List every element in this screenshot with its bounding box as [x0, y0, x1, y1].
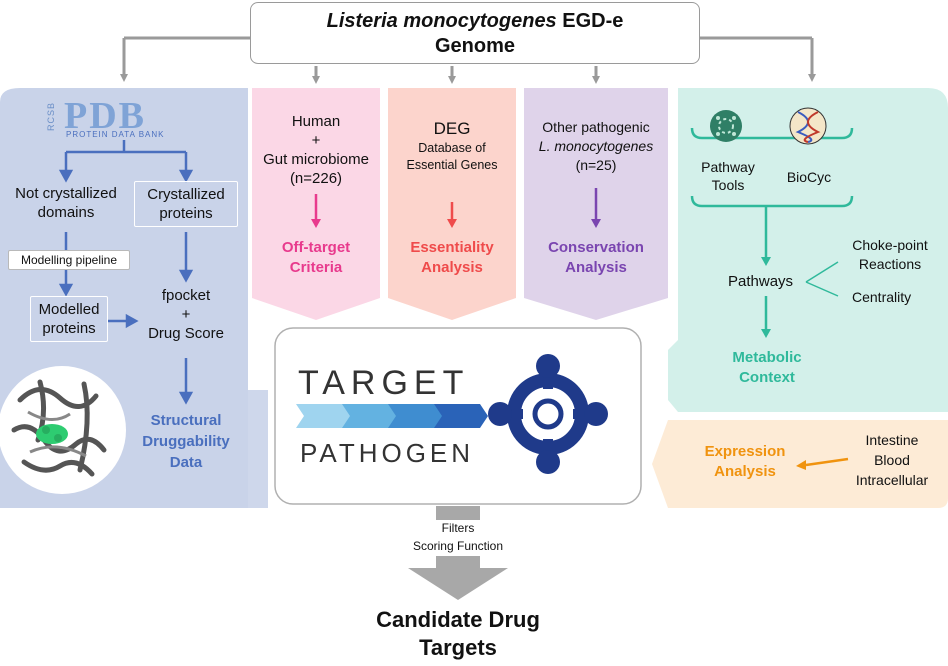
modelled-box: Modelled proteins [30, 296, 108, 342]
condition-intracellular: Intracellular [855, 472, 929, 488]
pathway-tools-label: Pathway Tools [690, 158, 766, 194]
not-crystallized-line1: Not crystallized [15, 185, 117, 202]
metabolic-result-line2: Context [739, 369, 795, 386]
crystallized-line1: Crystallized [147, 186, 225, 203]
conservation-analysis-label: Conservation Analysis [524, 238, 668, 278]
candidate-line1: Candidate Drug [376, 607, 540, 632]
pathway-tools-icon [710, 110, 742, 142]
protein-structure-image [0, 366, 126, 494]
expression-result-line1: Expression [704, 443, 786, 460]
structural-line3: Data [169, 454, 203, 471]
offtarget-source: Human + Gut microbiome (n=226) [252, 112, 380, 188]
conservation-line1: Other pathogenic [542, 119, 650, 135]
conservation-line3: (n=25) [575, 157, 617, 173]
biocyc-label: BioCyc [786, 169, 832, 185]
logo-word-target: TARGET [298, 364, 470, 402]
chokepoint-line2: Reactions [858, 256, 922, 272]
genome-box: Listeria monocytogenes EGD-e Genome [250, 2, 700, 64]
not-crystallized-label: Not crystallized domains [4, 184, 128, 222]
essentiality-source: DEG Database of Essential Genes [388, 118, 516, 174]
modelling-pipeline-label: Modelling pipeline [8, 250, 130, 270]
fpocket-line1: fpocket [161, 287, 211, 304]
logo-word-pathogen: PATHOGEN [300, 438, 475, 468]
structural-line2: Druggability [142, 433, 230, 450]
chokepoint-label: Choke-point Reactions [838, 236, 942, 274]
essentiality-analysis-label: Essentiality Analysis [388, 238, 516, 278]
centrality-label: Centrality [852, 289, 912, 305]
candidate-drug-targets: Candidate Drug Targets [308, 606, 608, 662]
scoring-function-label: Scoring Function [412, 539, 504, 553]
crystallized-line2: proteins [159, 205, 213, 222]
modelled-line1: Modelled [38, 301, 100, 318]
crystallized-box: Crystallized proteins [134, 181, 238, 227]
genome-species: Listeria monocytogenes [326, 10, 557, 32]
modelled-line2: proteins [42, 320, 96, 337]
offtarget-line2: + [311, 132, 321, 149]
chokepoint-line1: Choke-point [852, 237, 928, 253]
genome-strain: EGD-e [562, 10, 624, 32]
crosshair-icon [488, 354, 608, 474]
logo-chevrons [296, 404, 488, 428]
fpocket-line2: + [181, 306, 191, 323]
pathway-tools-line2: Tools [711, 177, 745, 193]
conservation-result-line2: Analysis [565, 259, 627, 276]
essentiality-title: DEG [433, 119, 471, 138]
fpocket-line3: Drug Score [148, 325, 224, 342]
offtarget-line4: (n=226) [289, 170, 343, 187]
biocyc-icon [789, 107, 827, 145]
expression-analysis-label: Expression Analysis [690, 442, 800, 482]
not-crystallized-line2: domains [37, 204, 95, 221]
pathway-tools-line1: Pathway [701, 159, 755, 175]
conservation-source: Other pathogenic L. monocytogenes (n=25) [524, 118, 668, 175]
essentiality-line1: Database of [418, 141, 486, 155]
conservation-line2: L. monocytogenes [538, 138, 654, 154]
metabolic-result-line1: Metabolic [732, 349, 802, 366]
expression-result-line2: Analysis [714, 463, 776, 480]
offtarget-criteria-label: Off-target Criteria [252, 238, 380, 278]
candidate-line2: Targets [419, 635, 497, 660]
offtarget-line3: Gut microbiome [263, 151, 369, 168]
essentiality-result-line1: Essentiality [410, 239, 494, 256]
expression-chevron [652, 420, 678, 508]
genome-label: Genome [434, 35, 516, 57]
bottom-arrow [408, 568, 508, 600]
metabolic-panel [678, 88, 948, 412]
metabolic-chevron [668, 340, 678, 412]
metabolic-context-label: Metabolic Context [712, 348, 822, 388]
structural-line1: Structural [150, 412, 222, 429]
expression-conditions: Intestine Blood Intracellular [840, 430, 944, 490]
pdb-logo: RCSB PDB PROTEIN DATA BANK [46, 95, 206, 140]
pdb-logo-sub: PROTEIN DATA BANK [66, 130, 165, 139]
essentiality-line2: Essential Genes [406, 158, 498, 172]
fpocket-label: fpocket + Drug Score [136, 286, 236, 343]
condition-intestine: Intestine [865, 432, 919, 448]
offtarget-result-line1: Off-target [281, 239, 351, 256]
offtarget-result-line2: Criteria [289, 259, 343, 276]
pathways-label: Pathways [728, 273, 794, 290]
structural-chevron [248, 390, 268, 508]
structural-druggability-label: Structural Druggability Data [130, 410, 242, 473]
pdb-logo-main: PDB [64, 95, 146, 137]
pdb-logo-prefix: RCSB [46, 102, 56, 132]
conservation-result-line1: Conservation [548, 239, 644, 256]
offtarget-line1: Human [291, 113, 341, 130]
condition-blood: Blood [874, 452, 910, 468]
filters-label: Filters [441, 521, 475, 535]
essentiality-result-line2: Analysis [421, 259, 483, 276]
